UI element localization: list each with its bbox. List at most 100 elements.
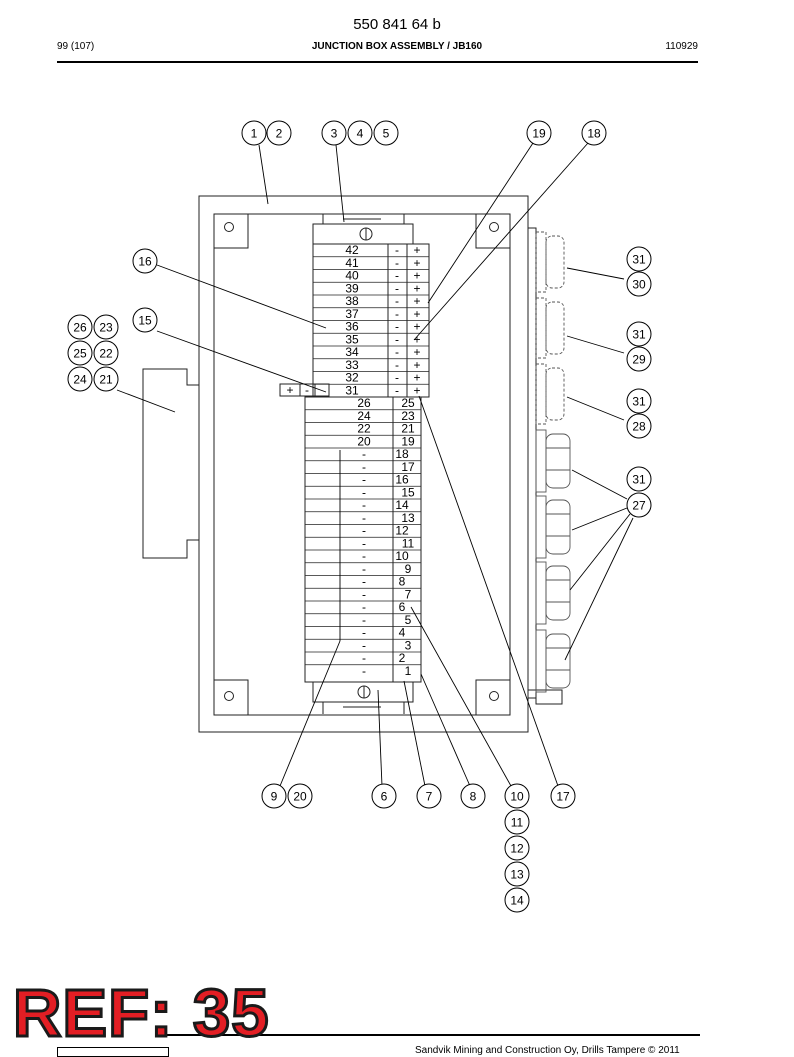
terminal-left-label: - [362,613,366,627]
callout-circle [626,346,652,372]
callout-number: 24 [73,373,87,387]
terminal-left-label: - [362,600,366,614]
terminal-number: 31 [345,383,359,397]
terminal-minus: - [395,281,399,295]
cable-gland-outline [535,231,547,293]
terminal-right-label: 14 [395,498,409,512]
callout-circle [504,861,530,887]
callout-circle [132,307,158,333]
callout-circle [626,246,652,272]
callout-number: 1 [251,127,258,141]
callout-19: 19 [526,120,552,146]
callout-circle [132,248,158,274]
callout-circle [373,120,399,146]
callout-circle [371,783,397,809]
cable-gland [535,629,547,693]
document-title: JUNCTION BOX ASSEMBLY / JB160 [311,41,483,52]
terminal-number: 42 [345,243,359,257]
callout-circle [626,466,652,492]
side-terminal-minus: - [305,383,309,397]
callout-circle [504,835,530,861]
terminal-left-label: - [362,626,366,640]
callout-circle [550,783,576,809]
terminal-minus: - [395,307,399,321]
callout-circle [93,366,119,392]
callout-circle [241,120,267,146]
terminal-left-label: - [362,460,366,474]
callout-circle [67,366,93,392]
callout-number: 15 [138,314,152,328]
callout-number: 11 [511,816,524,830]
cable-gland-outline [545,367,565,421]
terminal-plus: + [413,281,420,295]
callout-circle [626,271,652,297]
mount-hole-br [489,691,499,701]
cable-gland [535,429,547,493]
callout-31: 31 [626,321,652,347]
callout-3: 3 [321,120,347,146]
terminal-plus: + [413,307,420,321]
callout-11: 11 [504,809,530,835]
callout-15: 15 [132,307,158,333]
mount-hole-tl [224,222,234,232]
footer-rule [160,1034,700,1036]
terminal-right-label: 21 [401,422,415,436]
terminal-number: 36 [345,320,359,334]
terminal-right-label: 5 [405,613,412,627]
callout-number: 31 [632,328,646,342]
callout-circle [526,120,552,146]
callout-number: 26 [73,321,87,335]
terminal-right-label: 23 [401,409,415,423]
callout-number: 25 [73,347,87,361]
enclosure-inner [213,213,511,716]
callout-circle [287,783,313,809]
terminal-minus: - [395,332,399,346]
callout-circle [321,120,347,146]
callout-29: 29 [626,346,652,372]
callout-circle [460,783,486,809]
callout-1: 1 [241,120,267,146]
terminal-number: 32 [345,371,359,385]
callout-number: 20 [293,790,307,804]
terminal-left-label: 22 [357,422,371,436]
cable-gland [535,495,547,559]
bottom-rail-clamp [312,681,414,703]
terminal-left-label: - [362,536,366,550]
terminal-right-label: 4 [399,626,406,640]
terminal-plus: + [413,243,420,257]
terminal-left-label: - [362,575,366,589]
terminal-left-label: - [362,524,366,538]
terminal-right-label: 10 [395,549,409,563]
terminal-plus: + [413,256,420,270]
terminal-left-label: - [362,651,366,665]
callout-21: 21 [93,366,119,392]
callout-number: 8 [470,790,477,804]
terminal-left-label: - [362,447,366,461]
header-rule [57,61,698,63]
callout-number: 12 [510,842,524,856]
callout-number: 7 [426,790,433,804]
document-number: 550 841 64 b [353,16,441,33]
terminal-left-label: - [362,562,366,576]
cable-gland-nut [545,565,571,621]
terminal-right-label: 2 [399,651,406,665]
terminal-right-label: 25 [401,396,415,410]
terminal-right-label: 19 [401,434,415,448]
terminal-left-label: - [362,638,366,652]
callout-circle [67,340,93,366]
callout-17: 17 [550,783,576,809]
terminal-number: 40 [345,269,359,283]
cable-gland-outline [535,297,547,359]
callout-4: 4 [347,120,373,146]
terminal-left-label: - [362,549,366,563]
mount-hole-bl [224,691,234,701]
terminal-number: 35 [345,332,359,346]
cable-gland [535,561,547,625]
callout-number: 31 [632,473,646,487]
callout-number: 29 [632,353,646,367]
callout-circle [504,783,530,809]
terminal-left-label: - [362,473,366,487]
terminal-number: 39 [345,281,359,295]
terminal-right-label: 9 [405,562,412,576]
